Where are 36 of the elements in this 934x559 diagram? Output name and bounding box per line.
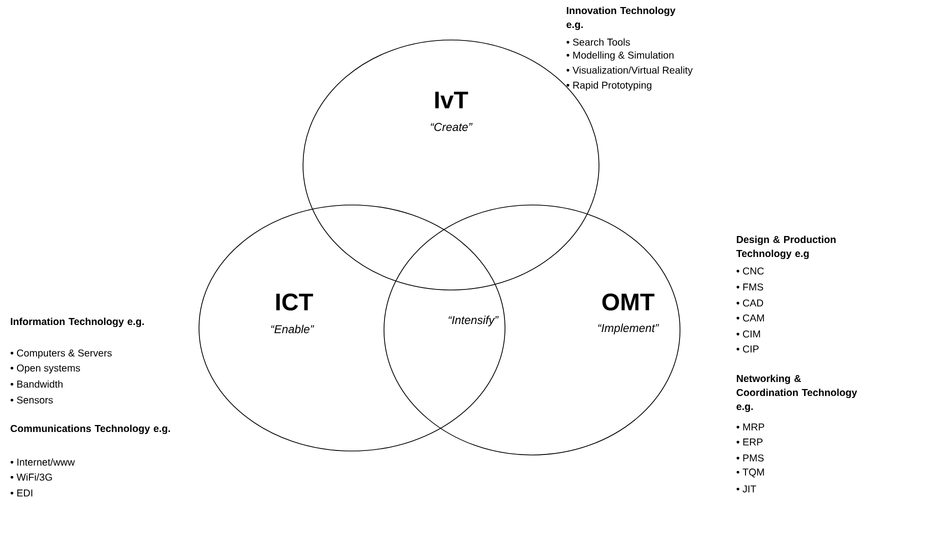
heading: Innovation Technology e.g. <box>566 6 676 30</box>
list-item: • Visualization/Virtual Reality <box>566 66 693 76</box>
list-item: • TQM <box>736 468 764 478</box>
list-item: • JIT <box>736 486 756 492</box>
list-item: • Search Tools <box>566 38 630 46</box>
heading: Information Technology e.g. <box>10 318 144 328</box>
list-item: • FMS <box>736 283 764 291</box>
overlap-label: “Intensify” <box>448 316 499 326</box>
circle-subtitle: “Create” <box>430 122 472 132</box>
circle-subtitle: “Enable” <box>271 324 314 334</box>
list-item: • CAM <box>736 314 764 322</box>
heading: Communications Technology e.g. <box>10 424 170 434</box>
list-item: • CIM <box>736 330 760 338</box>
circle-title: IvT <box>435 92 468 108</box>
list-item: • Sensors <box>10 396 53 404</box>
heading: Design & Production Technology e.g <box>736 236 836 260</box>
list-item: • Modelling & Simulation <box>566 51 674 61</box>
venn-circle <box>198 204 506 452</box>
circle-title: OMT <box>602 294 654 310</box>
venn-circle <box>384 204 680 456</box>
list-item: • Rapid Prototyping <box>566 81 652 91</box>
list-item: • Bandwidth <box>10 380 63 388</box>
list-item: • CIP <box>736 345 759 353</box>
list-item: • WiFi/3G <box>10 473 52 481</box>
list-item: • CNC <box>736 267 764 275</box>
list-item: • Computers & Servers <box>10 349 112 359</box>
list-item: • CAD <box>736 299 764 307</box>
circle-subtitle: “Implement” <box>598 324 660 334</box>
list-item: • PMS <box>736 454 764 462</box>
list-item: • MRP <box>736 424 764 430</box>
list-item: • EDI <box>10 490 32 496</box>
list-item: • Internet/www <box>10 458 75 466</box>
heading: Networking & Coordination Technology e.g. <box>736 374 858 412</box>
list-item: • ERP <box>736 438 762 446</box>
circle-title: ICT <box>276 294 314 310</box>
list-item: • Open systems <box>10 364 80 374</box>
